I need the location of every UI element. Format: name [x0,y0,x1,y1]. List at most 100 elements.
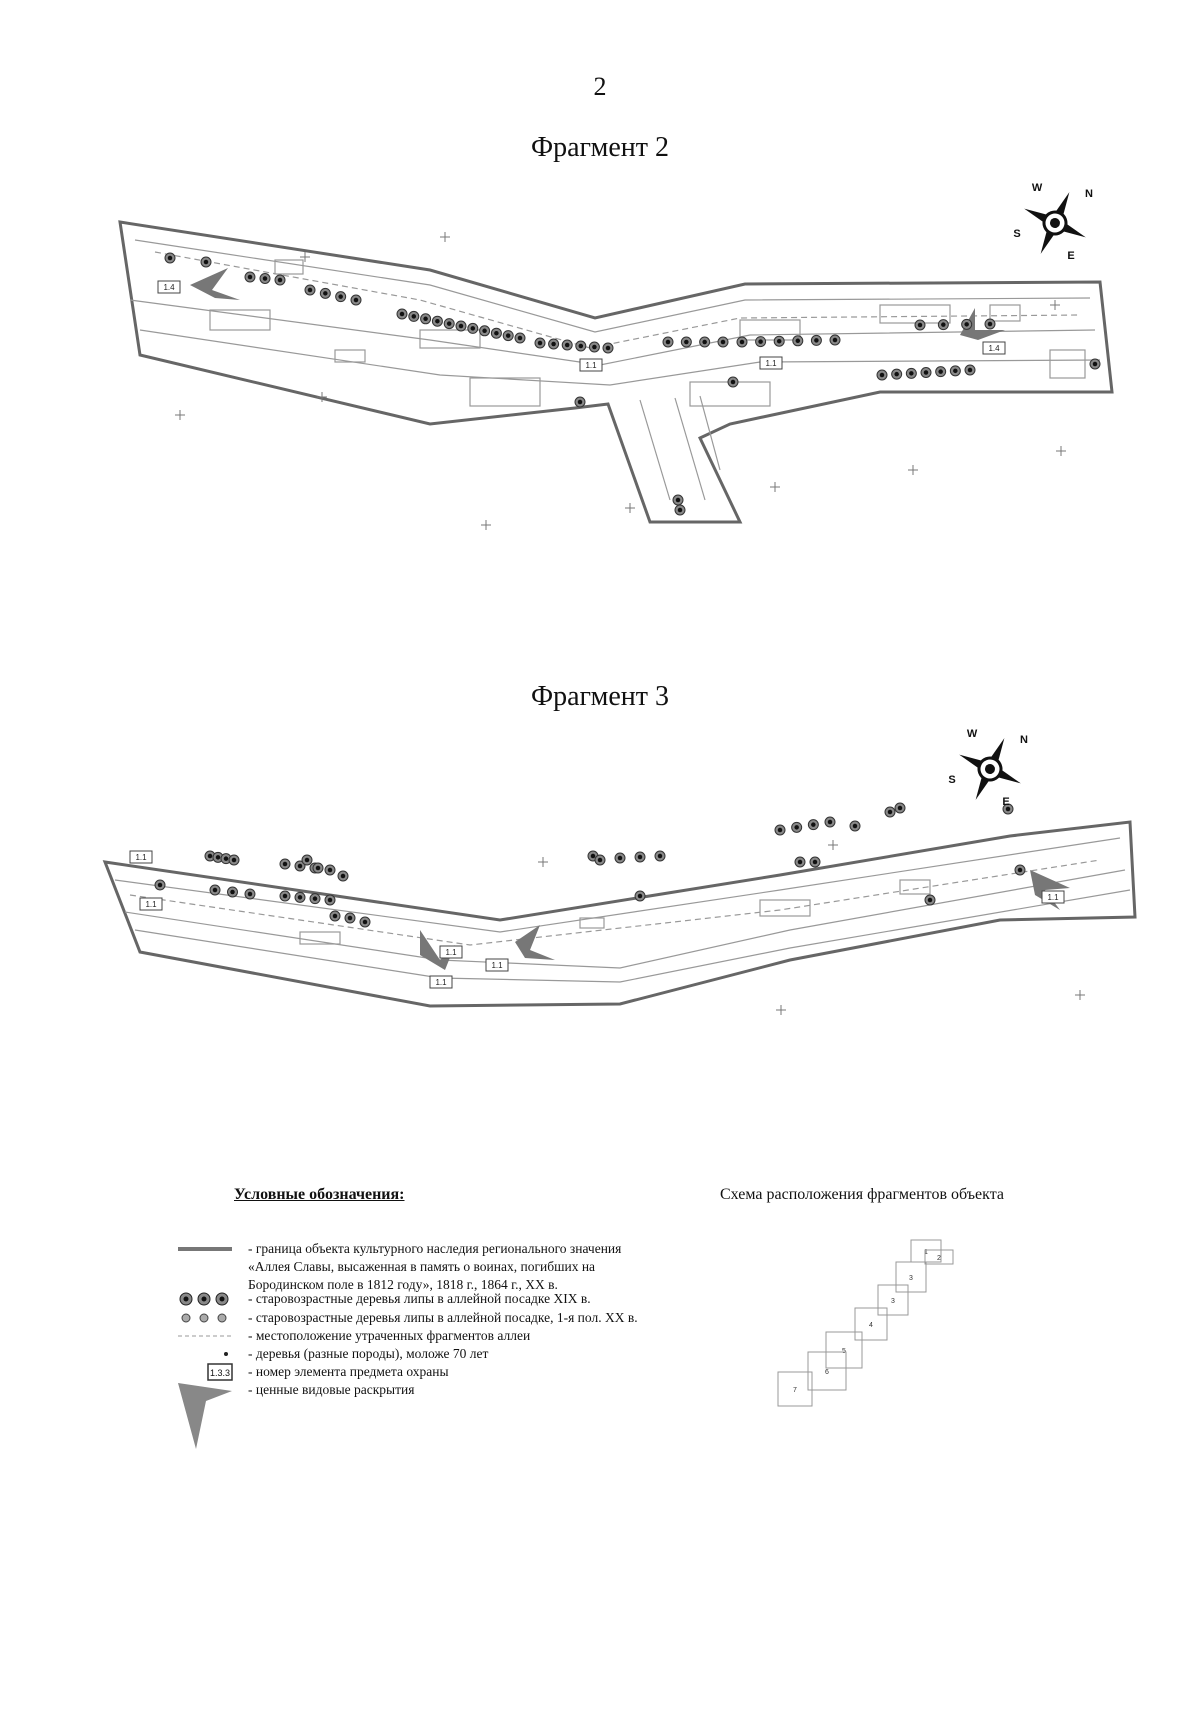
linden-tree [594,854,606,866]
scheme-cell: 3 [877,1284,909,1316]
linden-tree [634,851,646,863]
view-opening-arrow [190,268,240,300]
fragment-3-title: Фрагмент 3 [530,681,670,712]
linden-tree [699,336,711,348]
linden-tree [534,337,546,349]
legend-line: - деревья (разные породы), моложе 70 лет [248,1346,489,1361]
survey-crosses [538,840,1085,1015]
scheme-cell: 3 [895,1261,927,1293]
legend-title: Условные обозначения: [234,1186,405,1203]
linden-tree [561,339,573,351]
linden-tree [279,858,291,870]
compass-n-label: N [1085,188,1093,200]
linden-tree [935,366,947,378]
linden-tree [717,336,729,348]
linden-tree [662,336,674,348]
object-boundary [102,820,1137,1008]
legend-item-text: - деревья (разные породы), моложе 70 лет [248,1345,488,1363]
fragment-3-element-labels: 1.11.11.11.11.11.1 [129,850,1065,989]
old-linden-20c-symbol [181,1313,227,1323]
element-number-label: 1.1 [485,958,509,972]
svg-text:1.1: 1.1 [585,361,597,370]
linden-tree [396,308,408,320]
linden-tree [204,850,216,862]
linden-tree [937,319,949,331]
linden-tree [259,273,271,284]
linden-tree [849,820,861,832]
view-opening-arrow [1030,870,1070,910]
survey-crosses [175,232,1066,530]
fragment-2-trees [164,252,1101,516]
linden-tree [964,364,976,376]
linden-tree [1089,358,1101,370]
linden-tree [961,318,973,330]
linden-tree [792,335,804,347]
linden-tree [479,325,491,337]
legend-item-text: - номер элемента предмета охраны [248,1363,449,1381]
linden-tree [905,367,917,379]
scheme-title: Схема расположения фрагментов объекта [720,1186,1004,1203]
page-number: 2 [593,72,607,101]
svg-text:3: 3 [909,1275,913,1282]
svg-text:1.1: 1.1 [145,900,157,909]
svg-text:1.4: 1.4 [163,283,175,292]
legend-line: - ценные видовые раскрытия [248,1382,415,1397]
svg-text:7: 7 [793,1387,797,1394]
linden-tree [420,313,432,325]
view-opening-arrow [515,925,555,960]
legend-item-text: - старовозрастные дeревья липы в аллейно… [248,1309,638,1327]
compass-w-label: W [967,728,978,740]
linden-tree [443,318,455,330]
linden-tree [324,864,336,876]
linden-tree [984,318,996,330]
young-trees-symbol [224,1352,228,1356]
linden-tree [301,854,313,866]
svg-text:3: 3 [891,1298,895,1305]
view-opening-arrow [960,308,1005,340]
legend-line: - старовозрастные деревья липы в аллейно… [248,1291,591,1306]
legend-line: Бородинском поле в 1812 году», 1818 г., … [248,1277,558,1292]
legend-item-text: - ценные видовые раскрытия [248,1381,414,1399]
compass-n-label: N [1020,734,1028,746]
linden-tree [884,806,896,818]
fragment-3-trees [154,802,1026,928]
lost-fragments-symbol [178,1335,232,1337]
linden-tree [228,854,240,866]
linden-tree [588,341,600,353]
linden-tree [587,850,599,862]
linden-tree [319,287,331,299]
element-number-label: 1.1 [439,945,463,959]
element-number-badge: 1.3.3 [210,1368,230,1378]
legend-line: - номер элемента предмета охраны [248,1364,449,1379]
linden-tree [294,891,306,903]
fragment-2-element-labels: 1.41.41.11.1 [157,280,1006,372]
object-boundary [118,220,1114,524]
scheme-cell: 4 [854,1307,888,1341]
compass-e-label: E [1002,796,1009,808]
linden-tree [807,819,819,831]
linden-tree [294,860,306,872]
svg-text:1.1: 1.1 [135,853,147,862]
boundary-line-symbol [178,1247,232,1251]
linden-tree [431,315,443,327]
svg-text:1.1: 1.1 [765,359,777,368]
linden-tree [490,327,502,339]
element-number-symbol: 1.3.3 [207,1363,233,1381]
linden-tree [1002,803,1014,815]
linden-tree [794,856,806,868]
linden-tree [350,294,362,306]
view-opening-arrow [420,930,455,970]
linden-tree [674,504,686,516]
svg-text:1.1: 1.1 [435,978,447,987]
linden-tree [337,870,349,882]
linden-tree [244,271,256,283]
linden-tree [914,319,926,331]
linden-tree [809,856,821,868]
legend-item-text: - граница объекта культурного наследия р… [248,1240,621,1294]
linden-tree [455,320,467,332]
linden-tree [514,332,526,344]
linden-tree [614,852,626,864]
legend-line: «Аллея Славы, высаженная в память о воин… [248,1259,596,1274]
